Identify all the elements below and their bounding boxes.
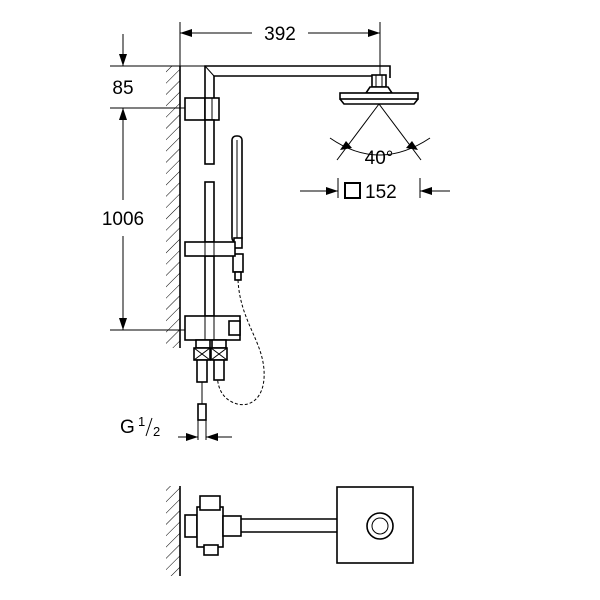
fraction-slash-icon [145,417,153,437]
dimension-label-rail-height: 1006 [102,209,144,230]
arrow-up-icon [119,108,127,120]
top-view-shower-head [336,486,414,564]
supply-connector-left [193,339,211,440]
arrow-right-icon [406,141,418,150]
arrow-left-icon [206,433,218,441]
dimension-label-head-size: 152 [365,182,397,203]
dimension-label-arm-length: 392 [264,24,296,45]
arrow-left-icon [180,29,192,37]
spray-angle-indicator: 40° [329,103,431,169]
arrow-down-icon [119,54,127,66]
thread-label-base: G [120,417,135,438]
dimension-rail-height: 1006 [102,108,185,331]
wall-top-view [166,486,181,576]
bottom-bracket [184,315,241,341]
dimension-head-size: 152 [300,178,450,203]
supply-connector-right [210,339,228,381]
arrow-right-icon [368,29,380,37]
shower-head [339,74,419,105]
dimension-label-spray-angle: 40° [365,148,394,169]
square-icon [344,182,361,199]
thread-label-numerator: 1 [138,414,145,429]
arrow-right-icon [186,433,198,441]
slider-bracket [184,241,236,257]
hand-shower [231,135,244,281]
arrow-down-icon [119,318,127,330]
dimension-top-offset: 85 [110,34,205,109]
riser-pipe [204,119,215,317]
arrow-left-icon [340,141,352,150]
shower-hose [216,279,265,406]
dimension-label-top-offset: 85 [112,78,133,99]
dimension-arm-length: 392 [179,22,381,76]
arrow-left-icon [420,187,432,195]
wall-front [166,66,181,348]
dimension-thread: G 1 2 [120,414,232,441]
arrow-right-icon [326,187,338,195]
thread-label-denominator: 2 [153,424,160,439]
top-wall-bracket [184,97,220,121]
top-view-arm [184,495,380,556]
